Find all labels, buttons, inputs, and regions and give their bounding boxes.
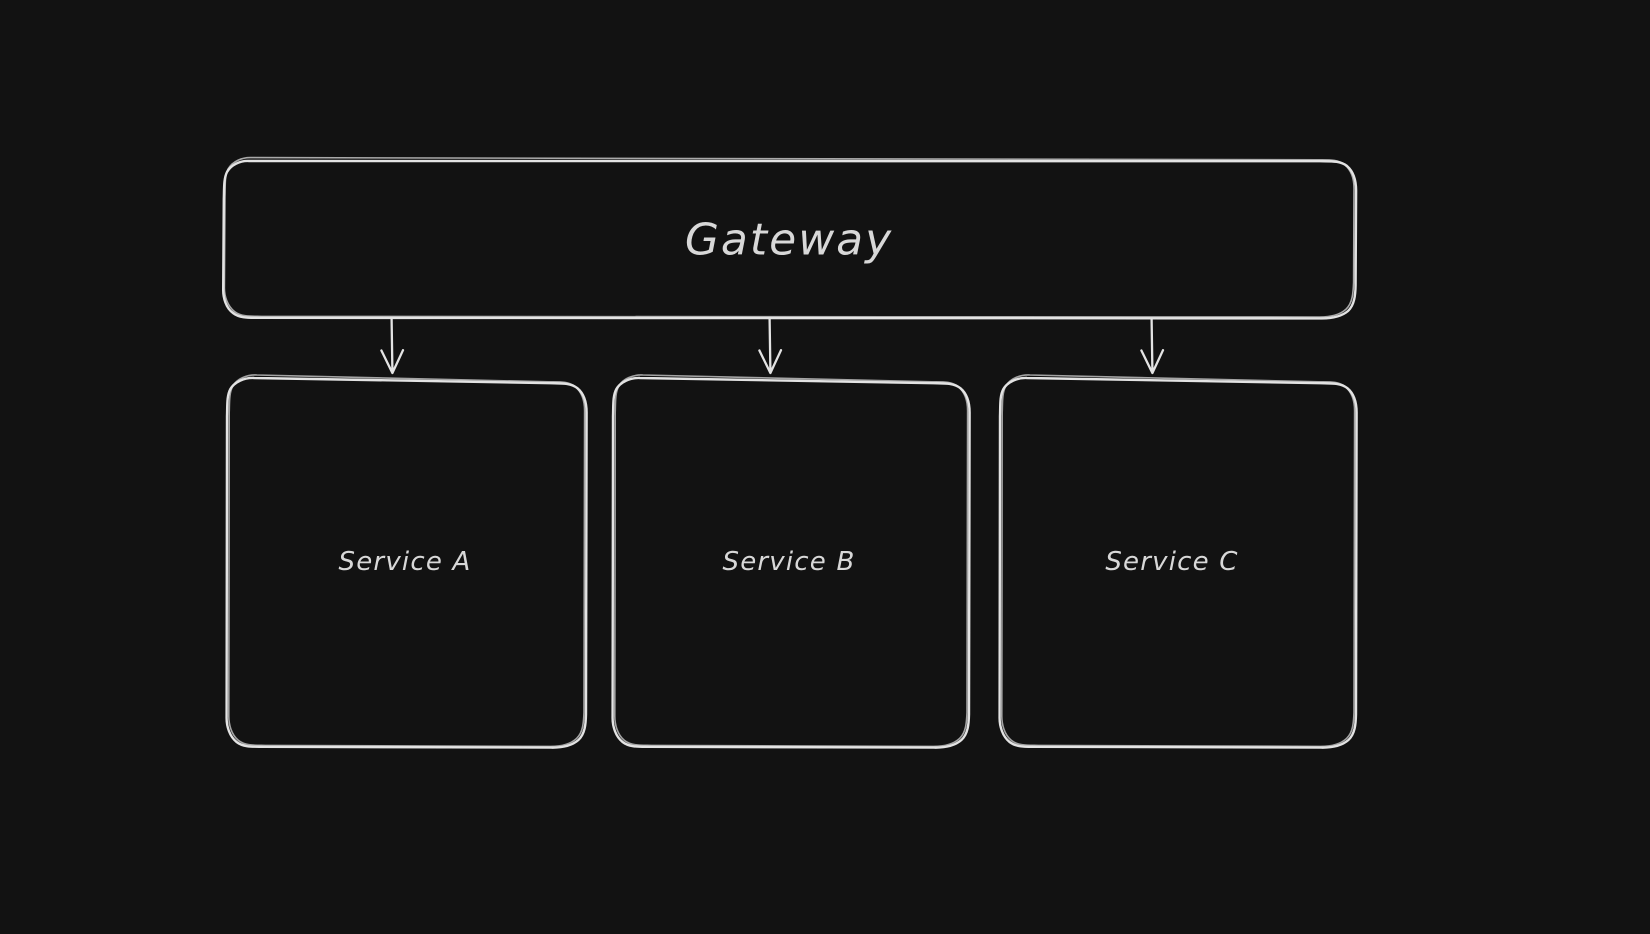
service-a-outline-stroke-2 [227, 374, 586, 748]
node-label-service-b: Service B [722, 547, 856, 577]
arrow-c-head [1140, 349, 1165, 375]
arrow-a-head [380, 349, 405, 375]
service-c-outline-stroke-2 [1000, 374, 1356, 748]
service-b-outline-stroke-2 [613, 374, 969, 748]
node-gateway-shape[interactable] [221, 156, 1358, 320]
node-service-b-shape[interactable] [611, 374, 971, 749]
node-label-service-c: Service C [1105, 547, 1239, 577]
arrow-b-head [758, 349, 783, 375]
arrow-c-shaft [1150, 317, 1154, 373]
gateway-outline-stroke-2 [223, 156, 1355, 318]
edge-gateway-to-service-c[interactable] [1140, 317, 1165, 375]
edge-gateway-to-service-a[interactable] [380, 317, 405, 375]
service-c-outline-stroke-1 [998, 376, 1358, 749]
gateway-outline-stroke-1 [221, 159, 1358, 320]
edge-gateway-to-service-b[interactable] [758, 317, 783, 375]
node-service-c-shape[interactable] [998, 374, 1358, 749]
arrow-b-shaft [768, 317, 772, 373]
arrow-a-shaft [390, 317, 394, 373]
service-b-outline-stroke-1 [611, 376, 971, 749]
node-service-a-shape[interactable] [225, 374, 588, 749]
node-label-gateway: Gateway [684, 214, 894, 266]
service-a-outline-stroke-1 [225, 376, 588, 749]
node-label-service-a: Service A [338, 547, 472, 577]
